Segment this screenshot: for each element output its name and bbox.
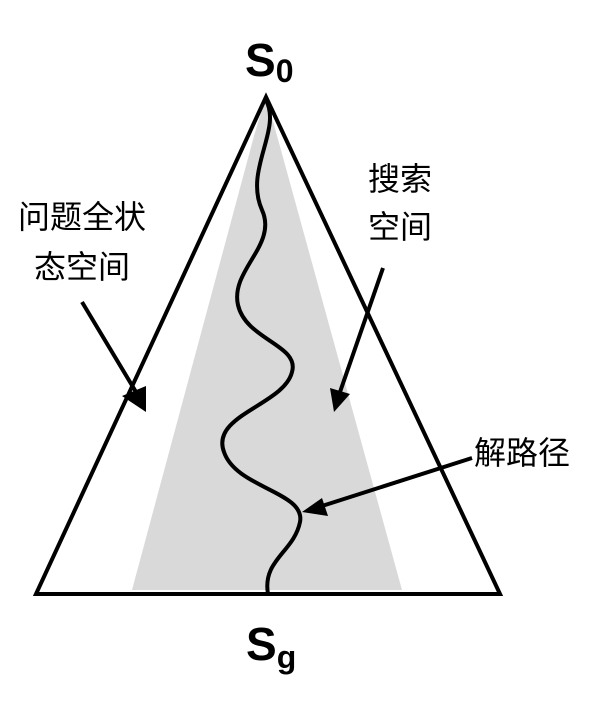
start-node-main: S: [245, 34, 276, 86]
goal-node-sub: g: [277, 639, 297, 675]
start-node-sub: 0: [276, 53, 294, 89]
search-space-arrow-line: [338, 267, 385, 393]
solution-path-arrow-line: [321, 456, 473, 508]
state-space-label-line-1: 问题全状: [18, 198, 146, 236]
solution-path-curve: [220, 98, 303, 596]
state-space-label-line-2: 态空间: [34, 248, 130, 286]
state-space-arrow-head: [122, 386, 146, 412]
start-node-label: S0: [245, 34, 293, 89]
goal-node-main: S: [246, 618, 277, 670]
search-space-label-line-1: 搜索: [368, 160, 432, 198]
solution-path-label: 解路径: [474, 434, 570, 472]
state-space-arrow-line: [80, 300, 138, 394]
search-space-region: [132, 96, 402, 590]
search-space-label-line-2: 空间: [368, 208, 432, 246]
solution-path-arrow-head: [302, 498, 328, 516]
search-space-arrow-head: [330, 388, 350, 412]
goal-node-label: Sg: [246, 618, 296, 675]
